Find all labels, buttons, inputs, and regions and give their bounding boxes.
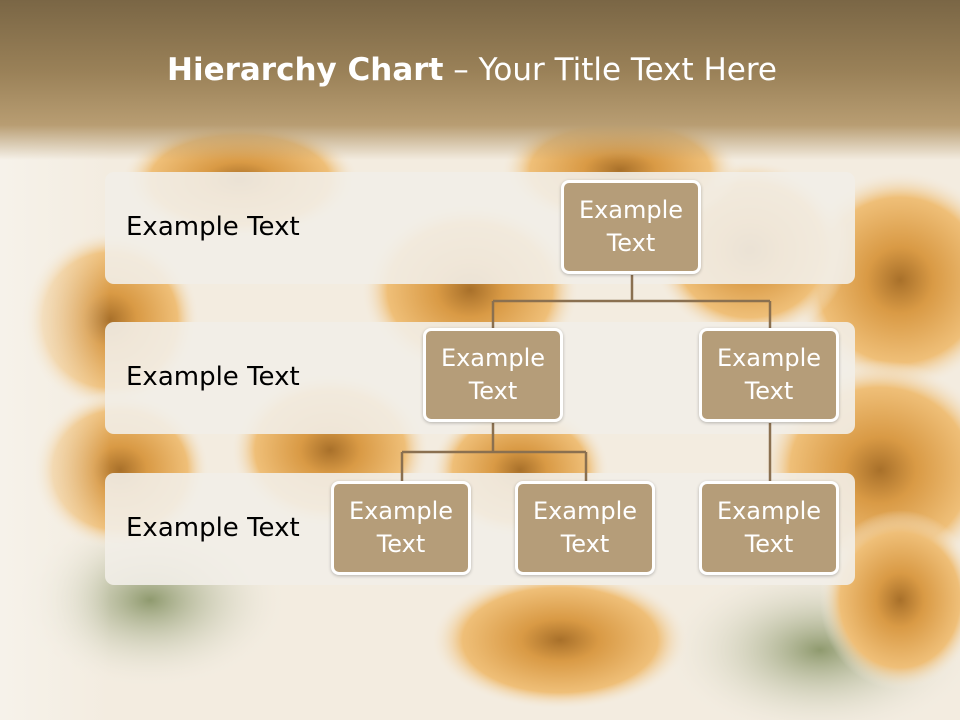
slide-title: Hierarchy Chart – Your Title Text Here	[0, 52, 944, 88]
row-band-1	[105, 172, 855, 284]
node-level3-c: Example Text	[699, 481, 839, 575]
title-bold: Hierarchy Chart	[167, 52, 444, 88]
row-label-2: Example Text	[126, 362, 300, 392]
node-level3-b: Example Text	[515, 481, 655, 575]
node-root: Example Text	[561, 180, 701, 274]
title-band	[0, 0, 960, 160]
node-level2-left: Example Text	[423, 328, 563, 422]
node-level2-right: Example Text	[699, 328, 839, 422]
node-level3-a: Example Text	[331, 481, 471, 575]
row-label-3: Example Text	[126, 513, 300, 543]
row-label-1: Example Text	[126, 212, 300, 242]
title-rest: – Your Title Text Here	[443, 52, 777, 88]
